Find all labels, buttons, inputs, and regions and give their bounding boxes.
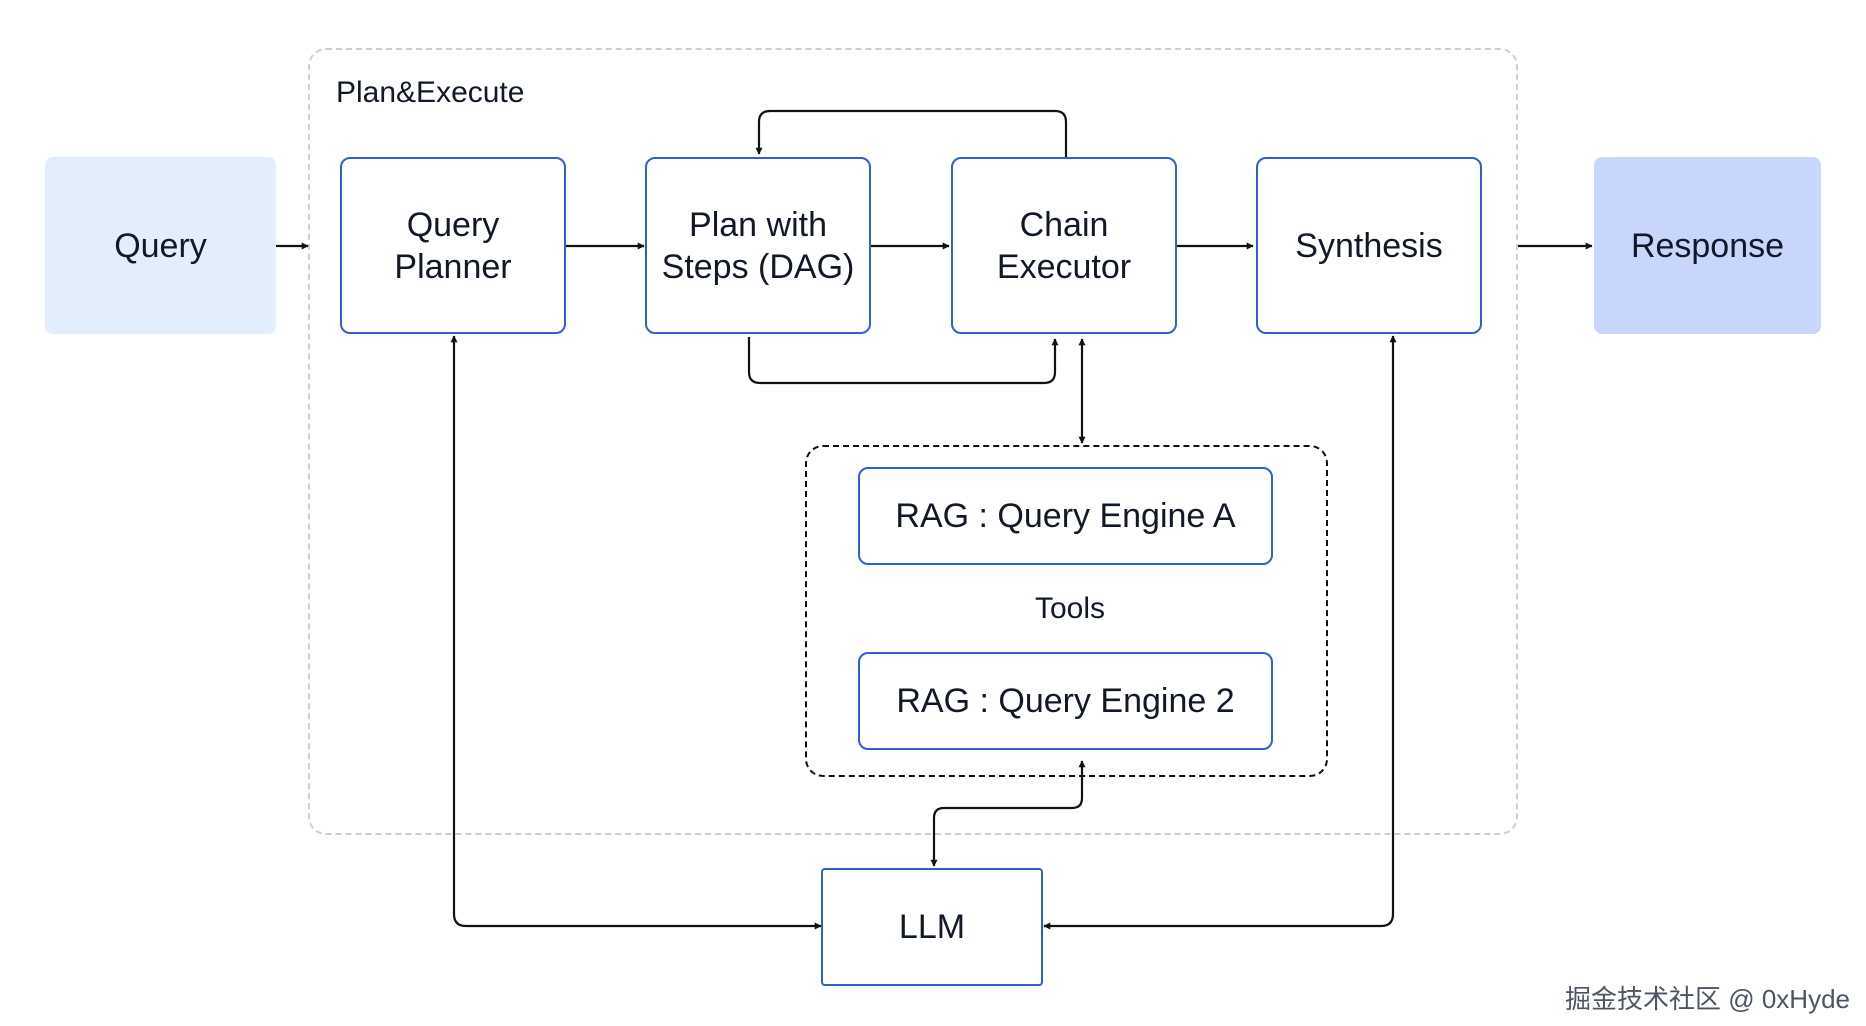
edge-planner-llm xyxy=(450,335,822,930)
plan-execute-group-title: Plan&Execute xyxy=(336,76,525,109)
plan-steps-node: Plan with Steps (DAG) xyxy=(645,157,871,334)
edge-plan-to-executor-bottom xyxy=(747,337,1059,385)
chain-executor-node-label: Chain Executor xyxy=(996,205,1132,286)
plan-steps-node-label: Plan with Steps (DAG) xyxy=(661,205,855,286)
llm-node: LLM xyxy=(821,868,1043,986)
watermark: 掘金技术社区 @ 0xHyde xyxy=(1565,984,1850,1014)
synthesis-node: Synthesis xyxy=(1256,157,1482,334)
rag-query-engine-a-node: RAG : Query Engine A xyxy=(858,467,1273,565)
response-node-label: Response xyxy=(1630,226,1785,265)
plan-execute-group xyxy=(308,48,1518,835)
edge-tools-llm xyxy=(930,760,1086,867)
rag-query-engine-2-label: RAG : Query Engine 2 xyxy=(896,682,1235,720)
response-node: Response xyxy=(1594,157,1821,334)
llm-node-label: LLM xyxy=(898,908,966,946)
query-planner-node-label: Query Planner xyxy=(394,205,512,286)
query-planner-node: Query Planner xyxy=(340,157,566,334)
edge-synthesis-llm xyxy=(1043,335,1397,930)
chain-executor-node: Chain Executor xyxy=(951,157,1177,334)
query-node-label: Query xyxy=(114,226,207,265)
edge-executor-loop-back xyxy=(755,109,1068,157)
query-node: Query xyxy=(45,157,276,334)
rag-query-engine-2-node: RAG : Query Engine 2 xyxy=(858,652,1273,750)
rag-query-engine-a-label: RAG : Query Engine A xyxy=(895,497,1236,535)
synthesis-node-label: Synthesis xyxy=(1295,226,1443,265)
